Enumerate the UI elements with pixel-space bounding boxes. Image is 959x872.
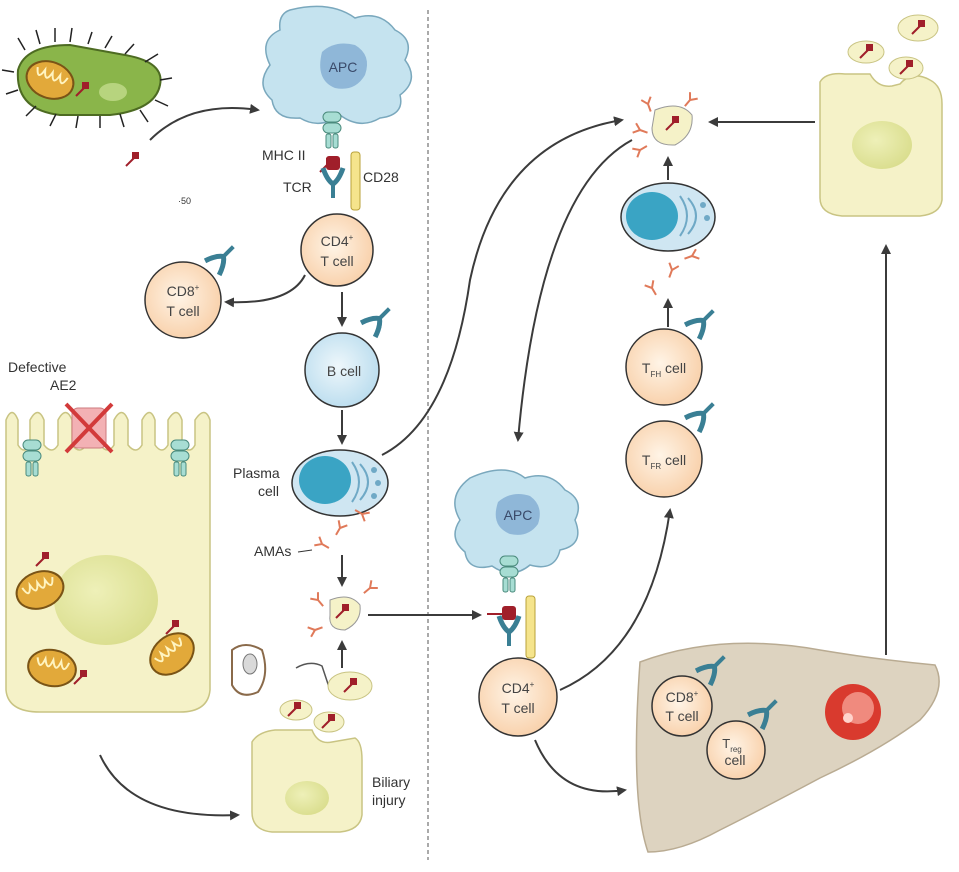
fragment-2: [279, 699, 313, 721]
tcr-top: [323, 168, 343, 198]
apc-top: APC: [262, 5, 413, 124]
svg-text:CD8+: CD8+: [167, 283, 200, 299]
svg-text:B cell: B cell: [327, 363, 361, 379]
svg-text:CD4+: CD4+: [321, 233, 354, 249]
tcr-tfh: [685, 304, 720, 339]
svg-text:CD8+: CD8+: [666, 689, 699, 705]
arrow-bacterium-to-apc: [149, 103, 260, 141]
svg-text:T cell: T cell: [501, 700, 534, 716]
svg-text:cell: cell: [724, 752, 745, 768]
svg-text:T cell: T cell: [166, 303, 199, 319]
tfh-cell: TFH cell: [625, 328, 703, 406]
cd4-t-cell-top: CD4+ T cell: [300, 213, 374, 287]
svg-text:T cell: T cell: [320, 253, 353, 269]
apoptotic-body: [231, 644, 267, 696]
fragment-3: [313, 711, 345, 733]
svg-text:T cell: T cell: [665, 708, 698, 724]
cd28-bottom: [525, 595, 536, 659]
svg-text:TFR cell: TFR cell: [642, 452, 686, 471]
apc-bottom: APC: [454, 469, 580, 574]
arrow-complex-top-to-apc-bottom: [513, 139, 633, 442]
tcr-bottom: [499, 616, 519, 646]
plasma-cell-right: [620, 182, 716, 252]
cd8-t-cell-liver: CD8+ T cell: [651, 675, 713, 737]
cholangiocyte-right: [819, 72, 943, 217]
immune-complex-top: [631, 91, 699, 159]
arrow-plasma-to-complex-top: [381, 116, 624, 456]
defective-ae2-label-1: Defective: [8, 359, 67, 375]
apc-top-label: APC: [329, 59, 358, 75]
plasma-cell-label-1: Plasma: [233, 465, 280, 481]
fragment-right-2: [897, 14, 939, 42]
cd28-top: [350, 151, 361, 211]
tcr-label: TCR: [283, 179, 312, 195]
tcr-cd8-left: [205, 240, 240, 275]
svg-text:TFH cell: TFH cell: [642, 360, 686, 379]
svg-text:Treg: Treg: [722, 736, 742, 754]
mhc-ii-top: [322, 111, 342, 149]
biliary-injury-label-2: injury: [372, 792, 405, 808]
free-antigen: [125, 151, 140, 167]
tfr-cell: TFR cell: [625, 420, 703, 498]
arrow-epithelium-to-biliary: [99, 754, 240, 821]
svg-text:CD4+: CD4+: [502, 680, 535, 696]
tcr-tfr: [685, 397, 720, 432]
fragment-1: [327, 671, 373, 701]
arrow-cd4-to-liver: [534, 739, 627, 797]
treg-cell-liver: Treg cell: [706, 720, 766, 780]
cd8-t-cell-left: CD8+ T cell: [144, 261, 222, 339]
cd28-label: CD28: [363, 169, 399, 185]
mhc-ii-bottom: [499, 555, 519, 593]
biliary-cell: [251, 729, 363, 833]
fragment-right-3: [888, 56, 924, 80]
bile-squiggle: [295, 662, 331, 691]
biliary-injury-label-1: Biliary: [372, 774, 410, 790]
bcr: [361, 302, 396, 337]
amas-label: AMAs: [254, 543, 291, 559]
fragment-right-1: [847, 40, 885, 64]
plasma-cell-label-2: cell: [258, 483, 279, 499]
defective-ae2: [64, 402, 114, 454]
antibodies-right: [643, 248, 701, 299]
b-cell: B cell: [304, 332, 380, 408]
mhc-ii-label: MHC II: [262, 147, 306, 163]
arrow-cd4-to-cd8: [224, 274, 306, 308]
defective-ae2-label-2: AE2: [50, 377, 77, 393]
amas-pointer: [297, 549, 313, 553]
liver: [635, 642, 940, 853]
epithelial-cell: [5, 411, 211, 713]
apc-bottom-label: APC: [504, 507, 533, 523]
immune-complex-mid: [306, 579, 379, 638]
bacterium: [1, 27, 173, 129]
plasma-cell: [291, 449, 389, 517]
cd4-t-cell-bottom: CD4+ T cell: [478, 657, 558, 737]
small-text: ·50: [178, 196, 191, 206]
arrow-cd4-to-tfr: [559, 508, 674, 691]
